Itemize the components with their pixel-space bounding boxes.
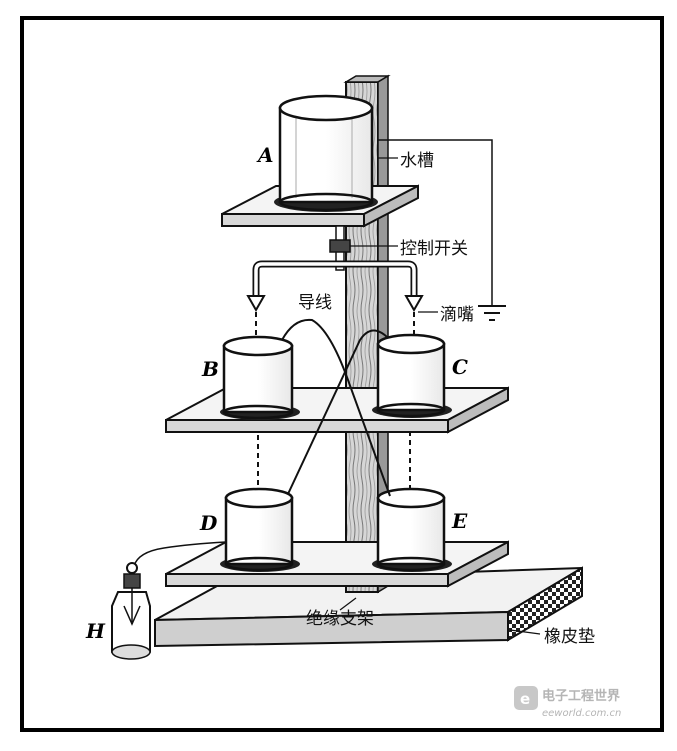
watermark-line2: eeworld.com.cn [542, 708, 621, 719]
control-switch-valve [329, 239, 351, 253]
collector-jar-h [111, 562, 151, 660]
cup-b [220, 335, 300, 420]
svg-text:e: e [520, 690, 530, 708]
label-e: E [451, 509, 468, 533]
nozzle-right [404, 295, 424, 313]
cup-c [372, 333, 452, 418]
jar-wire [133, 541, 227, 567]
eeworld-logo-icon [514, 686, 538, 710]
bottom-shelf [165, 540, 509, 588]
middle-shelf [165, 386, 509, 434]
label-water-tank: 水槽 [400, 151, 434, 171]
drop-paths [255, 312, 415, 490]
label-d: D [199, 511, 218, 535]
ground-icon [478, 305, 506, 321]
label-c: C [452, 355, 468, 379]
cross-wires [281, 318, 391, 497]
label-wire: 导线 [298, 293, 332, 313]
watermark: e 电子工程世界 eeworld.com.cn [514, 686, 621, 719]
cup-d [220, 487, 300, 572]
label-control-switch: 控制开关 [400, 239, 468, 259]
ground-wire [378, 139, 493, 306]
nozzle-left [246, 295, 266, 313]
supply-pipe [252, 225, 418, 298]
cup-e [372, 487, 452, 572]
water-tank-a [274, 94, 378, 212]
label-rubber-pad: 橡皮垫 [544, 627, 595, 647]
label-h: H [85, 619, 106, 643]
label-insulating-support: 绝缘支架 [306, 609, 374, 629]
label-b: B [201, 357, 219, 381]
label-a: A [256, 143, 274, 167]
label-nozzle: 滴嘴 [440, 305, 474, 325]
leader-lines [339, 157, 541, 635]
watermark-line1: 电子工程世界 [542, 688, 620, 704]
